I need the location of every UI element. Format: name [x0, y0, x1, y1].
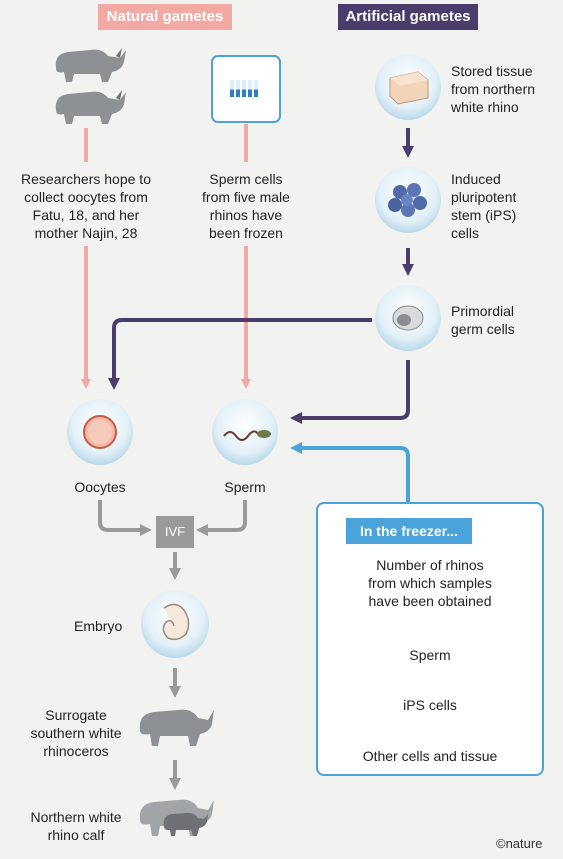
arrow-pgc-to-sperm — [290, 360, 410, 424]
arrow-pgc-to-oocytes — [108, 318, 372, 390]
sperm-label: Sperm — [224, 479, 266, 495]
arrow-oocytes-to-ivf — [98, 500, 152, 536]
sperm-source-text: Sperm cells from five male rhinos have b… — [202, 171, 290, 241]
primordial-germ-cells-text: Primordial germ cells — [451, 303, 515, 337]
surrogate-rhino-icon — [139, 709, 214, 746]
oocytes-disc — [67, 399, 133, 465]
primordial-germ-cells-disc — [375, 285, 441, 351]
embryo-label: Embryo — [74, 618, 123, 634]
freezer-subtitle: Number of rhinos from which samples have… — [368, 557, 492, 609]
ivf-label: IVF — [164, 524, 186, 539]
sperm-disc — [212, 399, 278, 465]
ivf-box — [156, 516, 194, 548]
arrow-freezer-to-sperm — [290, 442, 410, 502]
stored-tissue-disc — [375, 54, 441, 120]
sperm-tubes-icon — [230, 80, 258, 97]
freezer-row-sperm-label: Sperm — [409, 647, 451, 663]
nature-credit: ©nature — [496, 836, 543, 851]
freezer-panel — [316, 502, 544, 776]
rhino-icon — [55, 90, 126, 124]
freezer-row-other-label: Other cells and tissue — [362, 748, 498, 764]
oocyte-source-text: Researchers hope to collect oocytes from… — [21, 171, 151, 241]
surrogate-label: Surrogate southern white rhinoceros — [30, 707, 122, 759]
artificial-gametes-header: Artificial gametes — [338, 4, 478, 30]
arrow-sperm-to-ivf — [196, 500, 247, 536]
ips-cells-disc — [375, 167, 441, 233]
stored-tissue-text: Stored tissue from northern white rhino — [451, 63, 536, 115]
natural-gametes-header: Natural gametes — [98, 4, 232, 30]
oocytes-label: Oocytes — [74, 479, 126, 495]
rhino-icon — [55, 48, 126, 82]
calf-rhino-icon — [139, 799, 214, 836]
calf-label: Northern white rhino calf — [30, 809, 122, 843]
freezer-row-ips-label: iPS cells — [403, 697, 457, 713]
embryo-disc — [141, 590, 209, 658]
ips-cells-text: Induced pluripotent stem (iPS) cells — [451, 171, 517, 241]
freezer-title: In the freezer... — [346, 518, 472, 544]
